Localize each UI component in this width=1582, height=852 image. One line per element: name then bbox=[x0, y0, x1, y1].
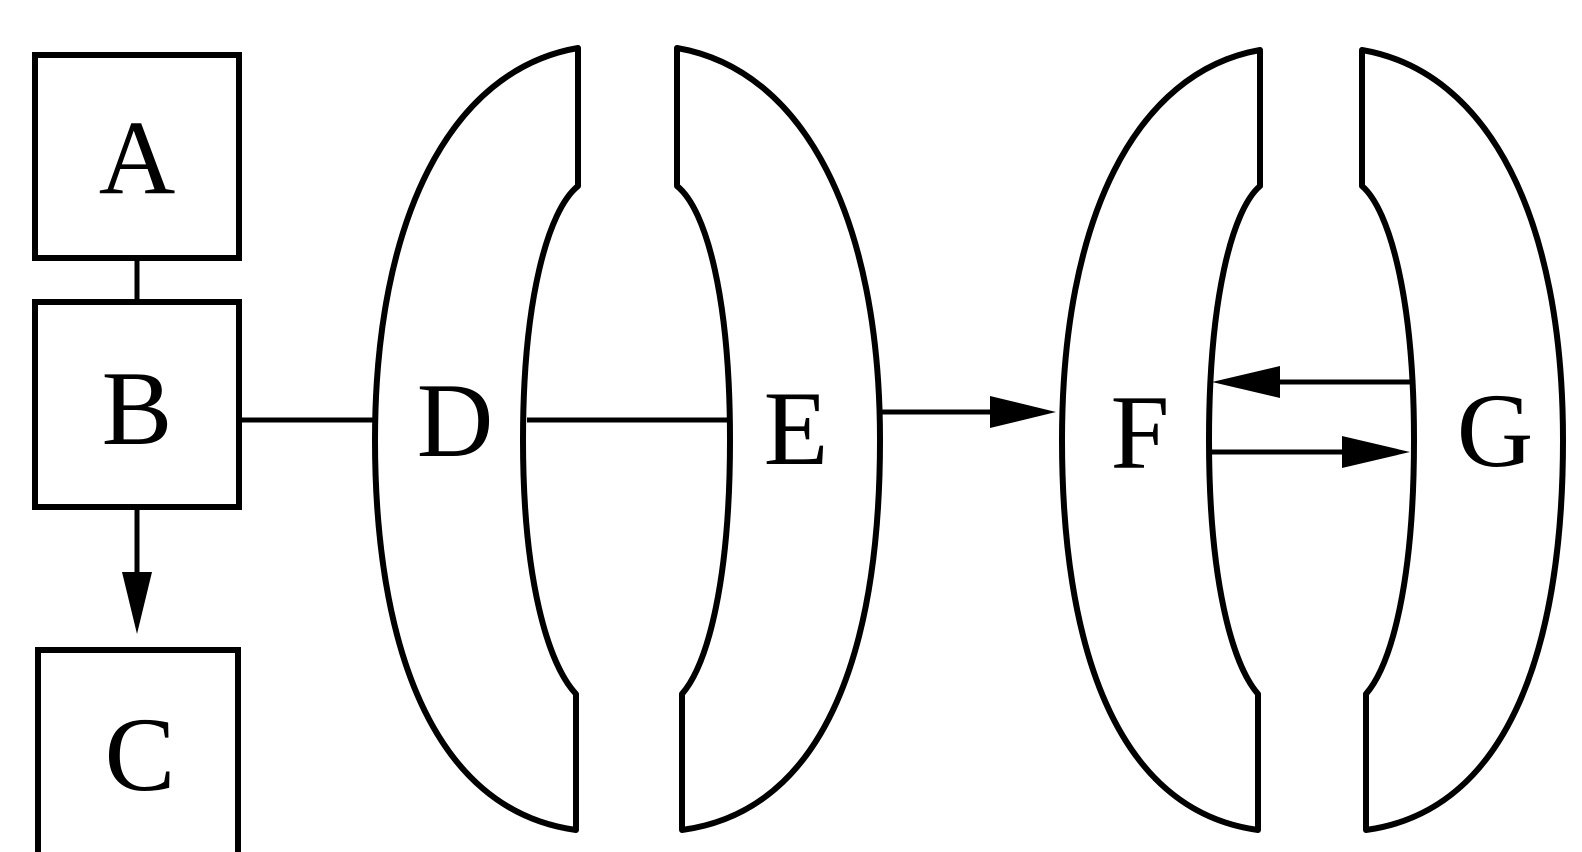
bracket-f bbox=[1059, 47, 1263, 833]
bracket-d bbox=[372, 45, 581, 833]
arrow-f-g-head bbox=[1342, 436, 1410, 468]
box-a-label: A bbox=[99, 99, 176, 216]
box-c-label: C bbox=[105, 696, 176, 813]
arrow-e-f-head bbox=[990, 396, 1056, 428]
box-a bbox=[32, 52, 242, 261]
box-c bbox=[35, 647, 241, 852]
node-e-label: E bbox=[764, 370, 829, 487]
node-d-label: D bbox=[417, 362, 494, 479]
arrow-b-c-head bbox=[122, 572, 152, 634]
bracket-e bbox=[674, 45, 883, 833]
node-f-label: F bbox=[1111, 374, 1170, 491]
bracket-g bbox=[1359, 47, 1566, 833]
arrow-g-f-head bbox=[1212, 366, 1280, 398]
box-b-label: B bbox=[102, 350, 173, 467]
box-b bbox=[32, 299, 242, 510]
node-g-label: G bbox=[1457, 372, 1534, 489]
